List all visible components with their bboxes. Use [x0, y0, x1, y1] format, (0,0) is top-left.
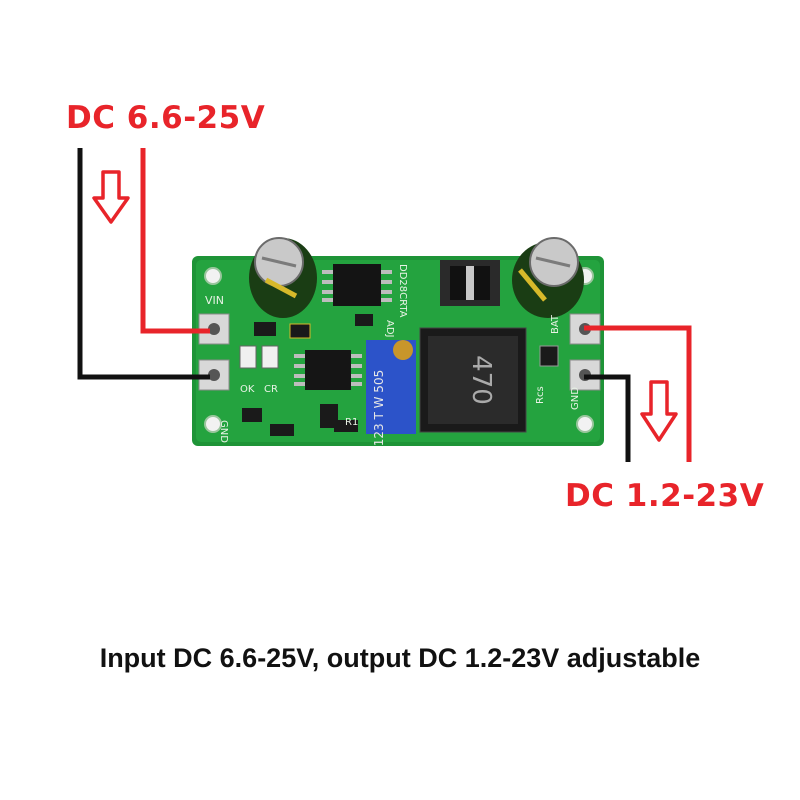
capacitor-right: [512, 237, 584, 318]
pin-label-gnd-right: GND: [570, 387, 581, 410]
pin-label-gnd-left: GND: [218, 420, 229, 443]
input-voltage-label: DC 6.6-25V: [66, 100, 266, 136]
ic-bottom: [294, 350, 362, 390]
model-marking: DD28CRTA: [397, 264, 408, 318]
led-label-ok: OK: [240, 384, 255, 395]
caption: Input DC 6.6-25V, output DC 1.2-23V adju…: [99, 643, 701, 673]
pin-label-vin: VIN: [205, 294, 224, 307]
output-wires: [584, 325, 692, 462]
pin-label-rcs: Rcs: [535, 386, 546, 404]
capacitor-left: [249, 237, 317, 318]
inductor: 470: [419, 327, 527, 433]
potentiometer-marking: 123 T W 505: [372, 370, 386, 446]
ic-top: [322, 264, 392, 306]
pin-label-adj: ADJ: [384, 320, 395, 338]
down-arrow-icon: [92, 170, 130, 224]
diode: [440, 260, 500, 306]
smd-components: [239, 314, 559, 436]
pin-label-bat: BAT: [550, 314, 561, 334]
led-label-cr: CR: [264, 384, 278, 395]
output-voltage-label: DC 1.2-23V: [565, 478, 765, 514]
resistor-label-r1: R1: [345, 417, 358, 428]
inductor-marking: 470: [466, 355, 496, 405]
potentiometer: 123 T W 505: [366, 340, 416, 446]
silkscreen: VIN GND BAT GND Rcs DD28CRTA ADJ OK CR R…: [205, 264, 581, 443]
input-wires: [77, 148, 210, 380]
down-arrow-icon: [640, 380, 678, 442]
